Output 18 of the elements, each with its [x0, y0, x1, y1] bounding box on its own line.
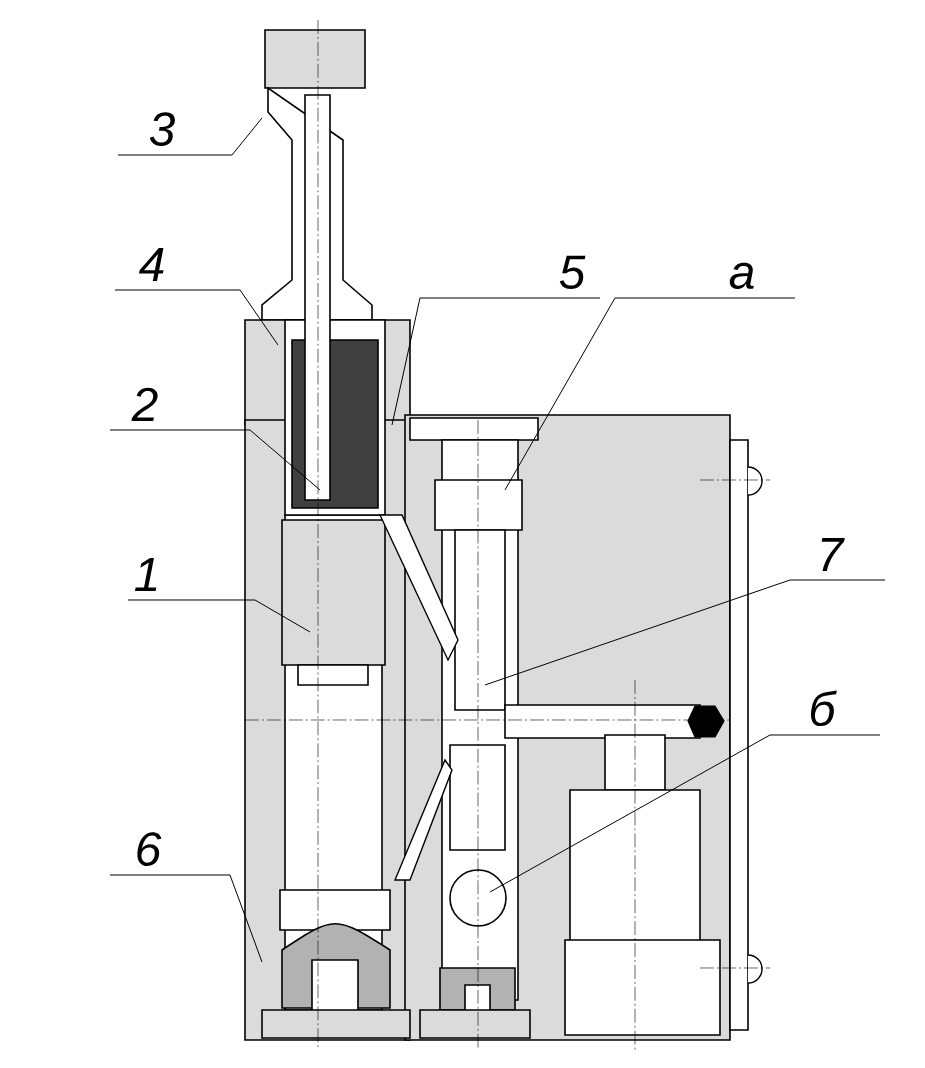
leader-line	[484, 579, 886, 686]
callout-number: 5	[559, 255, 586, 290]
callout-number: 2	[131, 387, 158, 422]
callout-number: 7	[821, 538, 845, 572]
callout-number: б	[811, 690, 837, 727]
leader-line	[117, 117, 263, 156]
leader-line	[109, 429, 321, 491]
leader-line	[504, 297, 796, 491]
leader-line	[391, 297, 601, 426]
callout-number: 1	[134, 558, 157, 592]
callout-number: а	[729, 262, 754, 290]
leader-line	[114, 289, 279, 346]
callout-number: 3	[149, 112, 175, 147]
leader-line	[489, 734, 881, 893]
callout-number: 6	[137, 832, 162, 867]
leader-line	[109, 874, 263, 963]
callout-number: 4	[139, 248, 164, 282]
leader-line	[127, 599, 311, 633]
